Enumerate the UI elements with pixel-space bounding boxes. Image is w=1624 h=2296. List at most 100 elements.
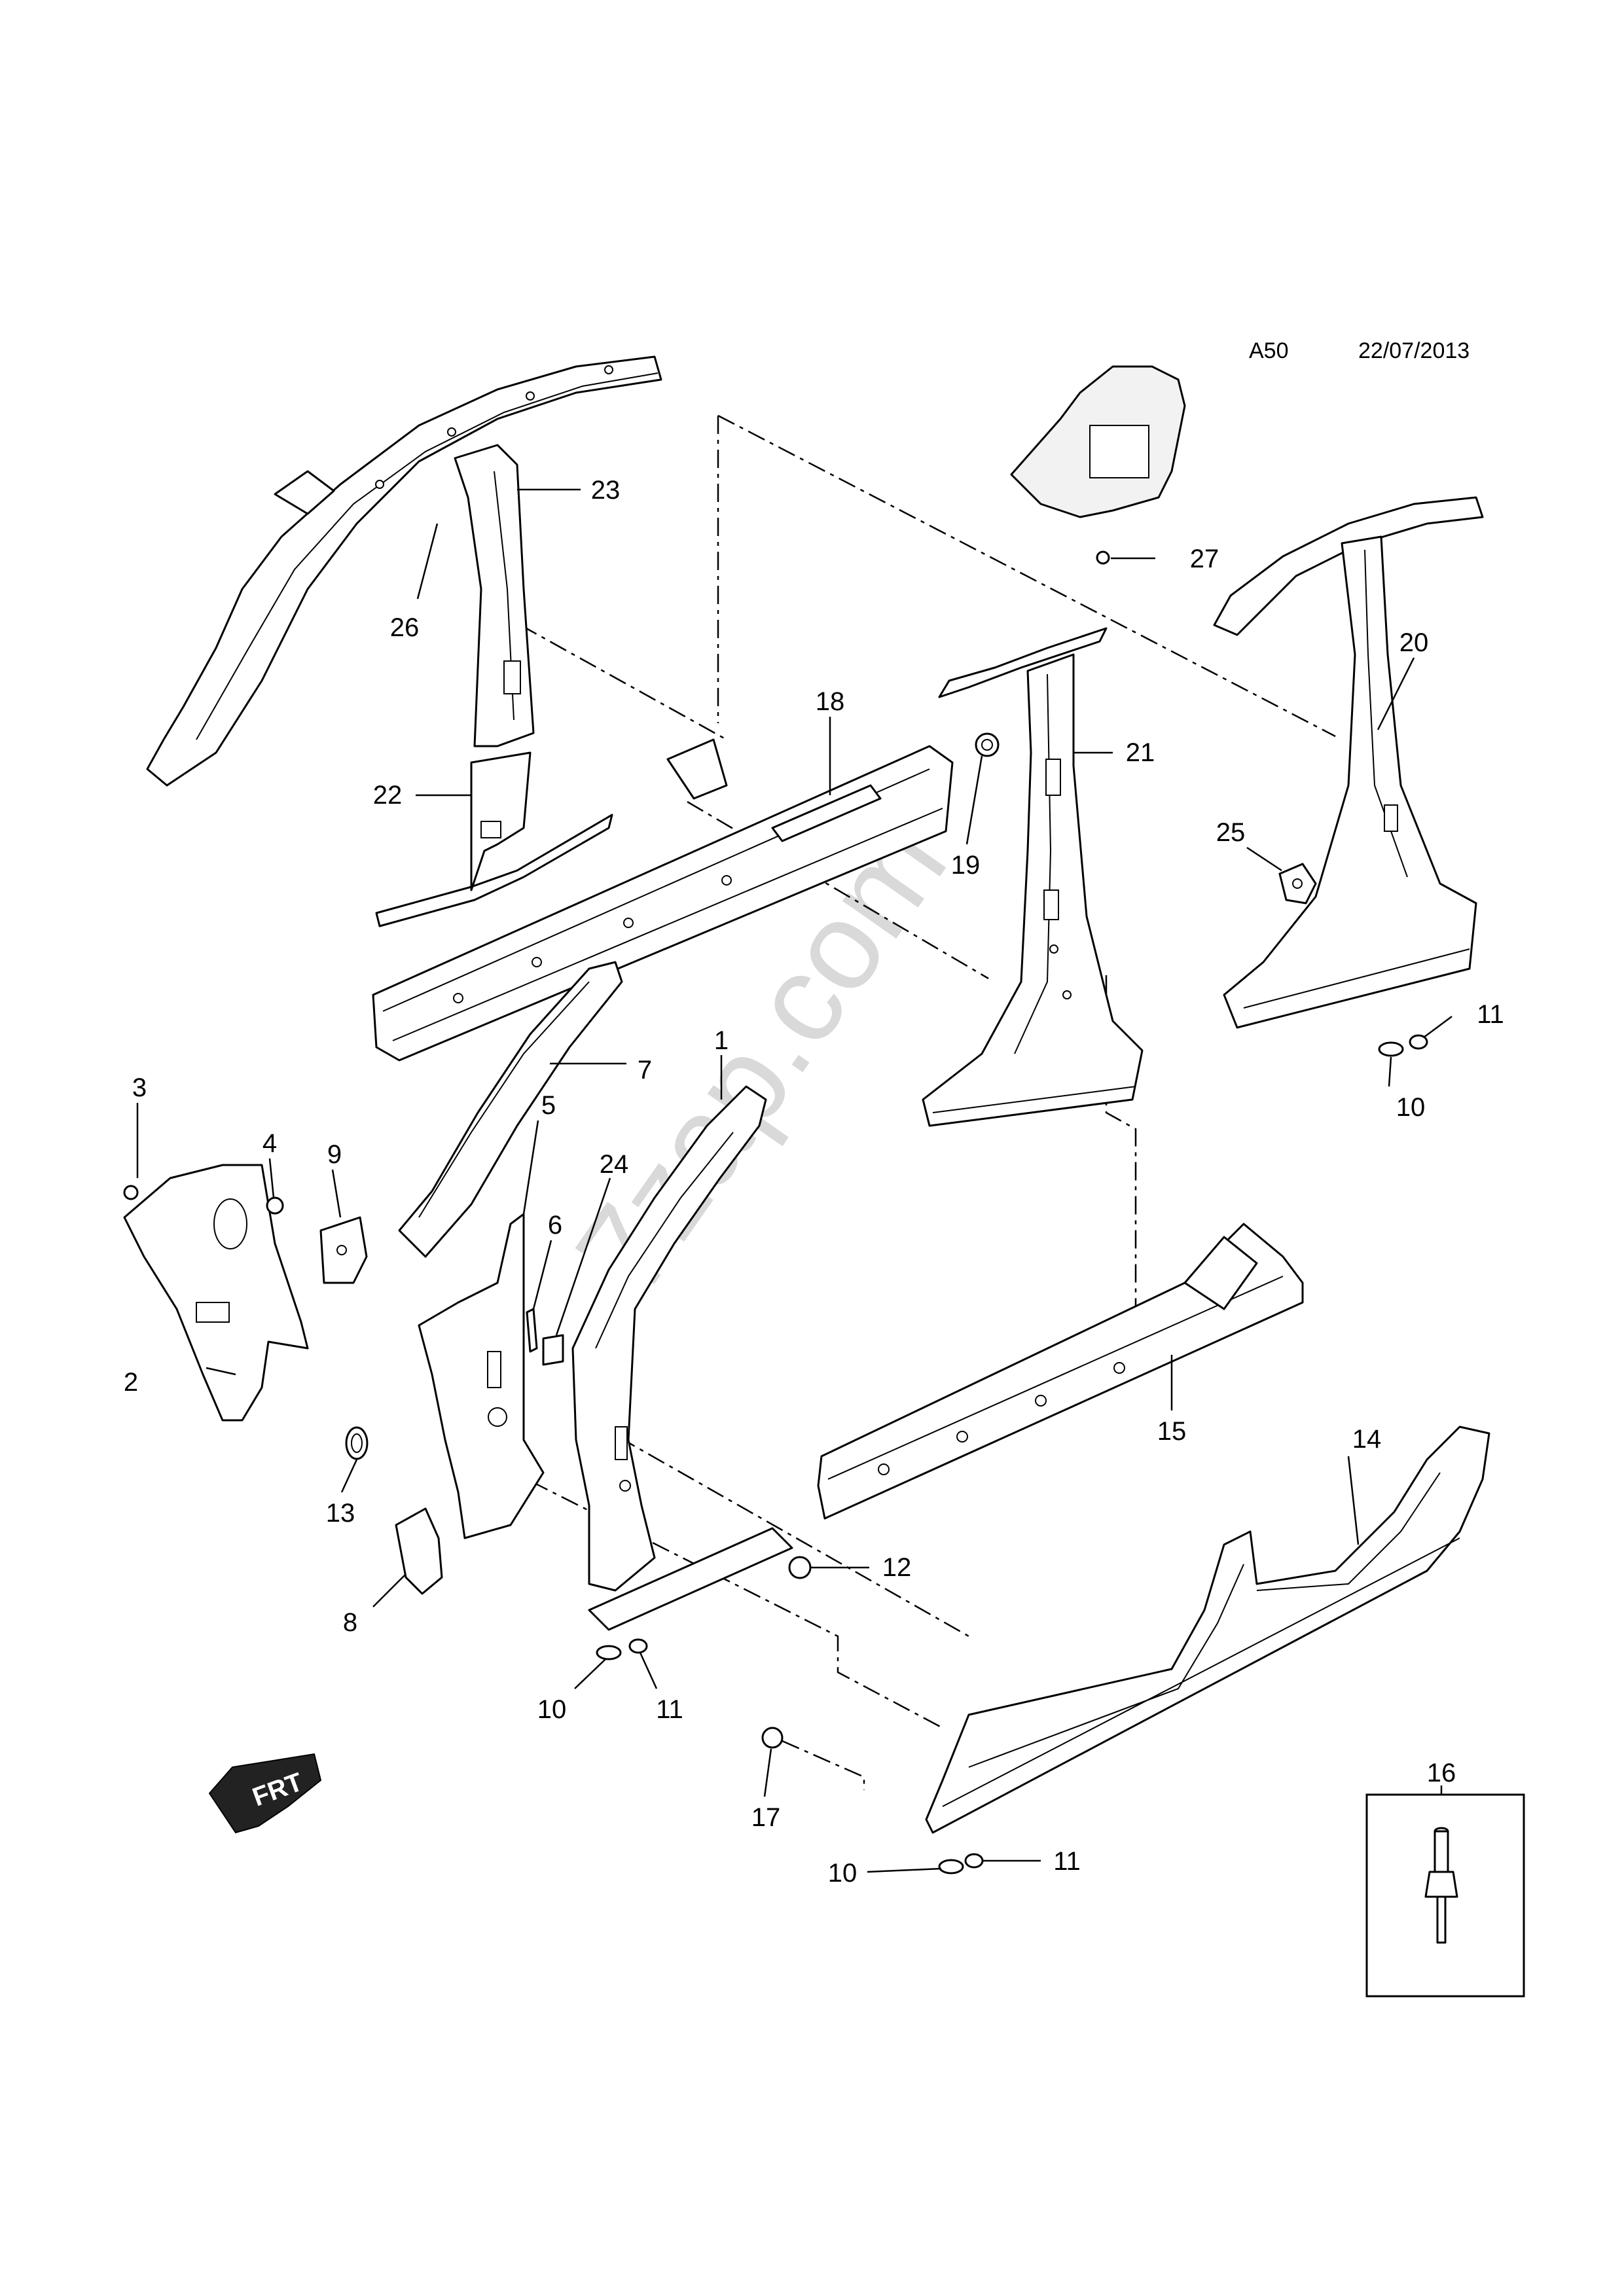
hinge-pillar-slot xyxy=(196,1302,230,1323)
hinge-pillar-body xyxy=(123,1164,309,1422)
rocker-reinforcement-15 xyxy=(817,1223,1304,1520)
rocker-hole xyxy=(721,875,732,886)
a-pillar-upper-outer xyxy=(398,961,623,1258)
diagram-code: A50 xyxy=(1249,338,1289,363)
leader-26 xyxy=(416,523,439,600)
roof-side-rail xyxy=(146,355,662,787)
callout-1: 1 xyxy=(714,1026,729,1055)
a-pillar-outer-body xyxy=(571,1085,767,1592)
callout-6: 6 xyxy=(548,1211,562,1240)
clip-6 xyxy=(526,1308,538,1353)
b-pillar-inner-lower xyxy=(375,751,613,927)
plug-outer xyxy=(975,732,1000,757)
rail-hole xyxy=(375,480,384,489)
b-pillar-slot xyxy=(1043,889,1059,920)
plug-19 xyxy=(975,732,1000,757)
leader-20 xyxy=(1377,657,1415,730)
callout-10b: 10 xyxy=(537,1695,567,1724)
outer-b-pillar xyxy=(922,627,1144,1127)
a-pillar-upper-body xyxy=(398,961,623,1258)
b-pillar-top-cap xyxy=(938,627,1108,698)
rail-hole xyxy=(604,365,613,374)
hinge-pillar-inner xyxy=(123,1164,309,1422)
washer-11 xyxy=(628,1638,648,1654)
callout-11c: 11 xyxy=(1053,1847,1081,1876)
leader-lines xyxy=(136,488,1453,1873)
front-direction-arrow: FRT xyxy=(208,1753,322,1834)
callout-12: 12 xyxy=(882,1553,912,1582)
callout-17: 17 xyxy=(751,1803,781,1832)
nut-4 xyxy=(266,1196,284,1215)
callout-25: 25 xyxy=(1216,818,1246,847)
callout-labels: 1 2 3 4 5 6 7 8 9 10 10 10 11 11 11 12 1… xyxy=(124,476,1504,1888)
a-pillar-outer xyxy=(571,1085,767,1592)
leader-24 xyxy=(555,1177,611,1336)
clip-24 xyxy=(542,1334,564,1366)
callout-5: 5 xyxy=(541,1091,556,1120)
leader-10a xyxy=(1388,1056,1392,1087)
front-arrow-shape xyxy=(208,1753,322,1834)
rocker-bracket xyxy=(666,738,728,800)
roof-rail-body xyxy=(146,355,662,787)
callout-8: 8 xyxy=(343,1608,357,1637)
a-pillar-sill-body xyxy=(588,1527,793,1631)
a-pillar-lower-inner xyxy=(418,1213,545,1539)
a-pillar-lower-body xyxy=(418,1213,545,1539)
leader-10c xyxy=(867,1867,942,1873)
rail-hole xyxy=(447,427,456,437)
grommet-13-outer xyxy=(345,1426,369,1460)
leader-8 xyxy=(372,1573,406,1607)
nut-10 xyxy=(938,1859,964,1874)
nut-10 xyxy=(596,1645,622,1660)
inset-label: 16 xyxy=(1427,1759,1456,1787)
bracket-25-hole xyxy=(1292,878,1303,889)
bracket-9 xyxy=(319,1216,368,1284)
callout-2: 2 xyxy=(124,1368,138,1397)
callout-4: 4 xyxy=(262,1129,277,1158)
nut-10 xyxy=(1378,1041,1404,1057)
b-pillar-base-edge xyxy=(932,1086,1136,1113)
assembly-line xyxy=(500,1465,943,1729)
leader-14 xyxy=(1347,1456,1360,1545)
outer-sill-ridge xyxy=(942,1537,1460,1807)
bracket-25 xyxy=(1278,863,1317,905)
callout-10c: 10 xyxy=(828,1859,857,1888)
roof-rail-flange xyxy=(196,372,659,740)
leader-6 xyxy=(532,1240,552,1310)
side-panel-roof-edge xyxy=(1213,496,1484,636)
rocker-hole xyxy=(532,957,542,967)
side-panel-outer xyxy=(1213,496,1484,1029)
leader-10b xyxy=(574,1659,606,1689)
callout-18: 18 xyxy=(816,687,845,716)
clip-3 xyxy=(123,1185,139,1200)
a-pillar-upper-edge xyxy=(418,981,590,1218)
callout-22: 22 xyxy=(373,781,403,810)
callout-11a: 11 xyxy=(1477,1000,1504,1029)
assembly-line xyxy=(520,624,727,741)
clip-6-body xyxy=(526,1308,538,1353)
rr-hole xyxy=(878,1463,890,1475)
b-pillar-hole xyxy=(1049,944,1058,954)
reinforcement-27 xyxy=(1010,365,1186,565)
callout-10a: 10 xyxy=(1396,1093,1426,1122)
callout-24: 24 xyxy=(600,1150,629,1179)
callout-27: 27 xyxy=(1190,545,1219,573)
callout-15: 15 xyxy=(1157,1417,1187,1446)
callout-21: 21 xyxy=(1126,738,1155,767)
rail-hole xyxy=(526,391,535,401)
a-pillar-outer-edge xyxy=(595,1132,734,1349)
reinforcement-27-opening xyxy=(1089,425,1149,478)
inner-sill-flange xyxy=(375,814,613,927)
bracket-8-body xyxy=(395,1507,443,1595)
rocker-reinforcement-bracket xyxy=(1183,1236,1258,1310)
side-panel-sill-edge xyxy=(1243,948,1470,1009)
callout-20: 20 xyxy=(1399,628,1429,657)
assembly-lines xyxy=(500,414,1336,1790)
leader-11b xyxy=(639,1652,658,1689)
plug-17-body xyxy=(761,1727,784,1749)
a-pillar-sill xyxy=(588,1527,793,1631)
bracket-9-hole xyxy=(336,1245,347,1255)
leader-9 xyxy=(331,1169,342,1218)
